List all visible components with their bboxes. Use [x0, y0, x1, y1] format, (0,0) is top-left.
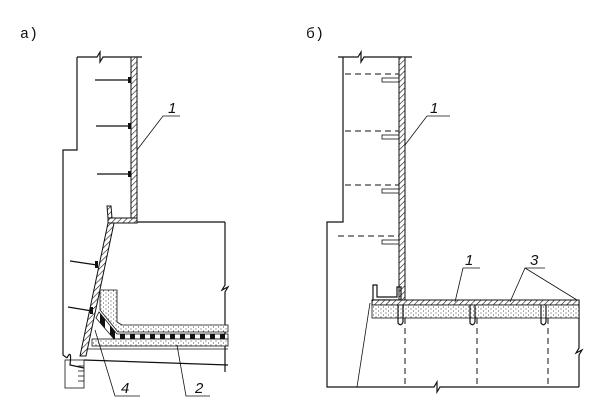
panel-b-label: б): [306, 26, 324, 43]
floor-anchors: [397, 305, 549, 387]
wall-liner-vertical: [130, 56, 138, 223]
scale-ruler: [64, 359, 85, 389]
panel-b: б) 1: [306, 26, 584, 395]
concrete-outline: [62, 49, 230, 389]
callout-1-wall: 1: [430, 100, 438, 117]
floor-liner: [371, 299, 580, 306]
concrete-fillet: [99, 289, 229, 333]
panel-a: а) 1 4: [20, 26, 230, 397]
callout-3: 3: [530, 252, 539, 269]
liner-channel: [372, 284, 402, 301]
anchors: [67, 77, 131, 314]
concrete-outline: [326, 49, 584, 395]
wall-liner-sloped: [79, 222, 115, 357]
concrete-base-layer: [91, 338, 229, 347]
callouts-b: 1 1 3: [404, 100, 578, 303]
dashed-anchor-lines: [338, 73, 400, 245]
callout-1: 1: [168, 100, 176, 117]
callouts-a: 1 4 2: [94, 100, 210, 397]
callout-2: 2: [194, 380, 204, 397]
panel-a-label: а): [20, 26, 38, 43]
callout-4: 4: [121, 380, 129, 397]
wall-liner-vertical: [398, 56, 406, 301]
callout-1-floor: 1: [465, 252, 473, 269]
liner-channel: [107, 217, 138, 224]
